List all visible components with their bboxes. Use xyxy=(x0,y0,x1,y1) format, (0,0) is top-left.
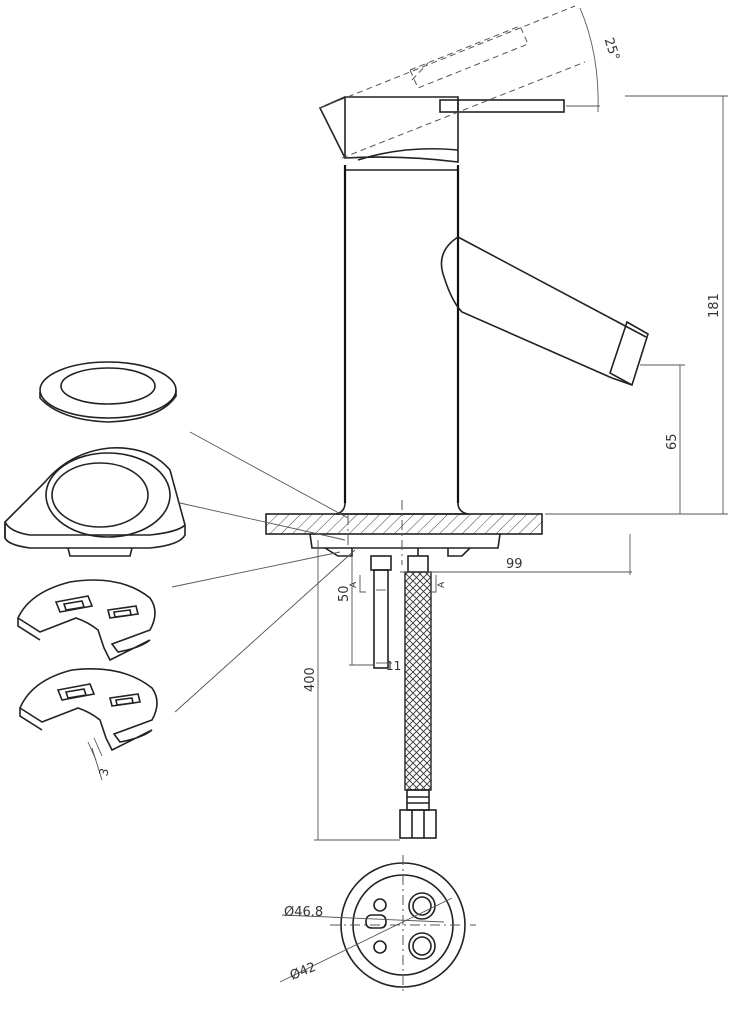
dim-washer-thickness: 3 xyxy=(96,767,112,778)
dim-spout-reach: 99 xyxy=(506,557,523,572)
flexible-hose xyxy=(399,548,437,839)
dim-outer-dia: Ø46.8 xyxy=(284,905,323,920)
dim-shank-dia: 11 xyxy=(386,659,401,673)
section-marks: A A xyxy=(349,575,447,593)
section-mark-right: A xyxy=(437,581,447,588)
faucet-body xyxy=(318,96,649,515)
dim-hose-length: 400 xyxy=(303,667,318,692)
c-washer-upper xyxy=(16,579,156,662)
dim-spout-height: 65 xyxy=(665,433,680,450)
dimension-lines xyxy=(314,95,728,841)
mounting-shank xyxy=(370,555,392,669)
dim-handle-angle: 25° xyxy=(601,36,622,63)
deck-section xyxy=(265,500,543,565)
dim-shank-length: 50 xyxy=(337,585,352,602)
dimension-labels: 25° 181 65 99 50 11 400 3 xyxy=(96,36,722,778)
horseshoe-gasket xyxy=(4,447,186,557)
bottom-view: Ø46.8 Ø42 xyxy=(279,855,476,995)
c-washer-lower xyxy=(18,668,158,761)
section-mark-left: A xyxy=(349,581,359,588)
dim-inner-dia: Ø42 xyxy=(288,960,318,984)
dim-total-height: 181 xyxy=(707,293,722,318)
flat-washer xyxy=(39,361,177,423)
leader-lines xyxy=(91,431,356,781)
handle-rotation-ghost xyxy=(319,5,600,159)
